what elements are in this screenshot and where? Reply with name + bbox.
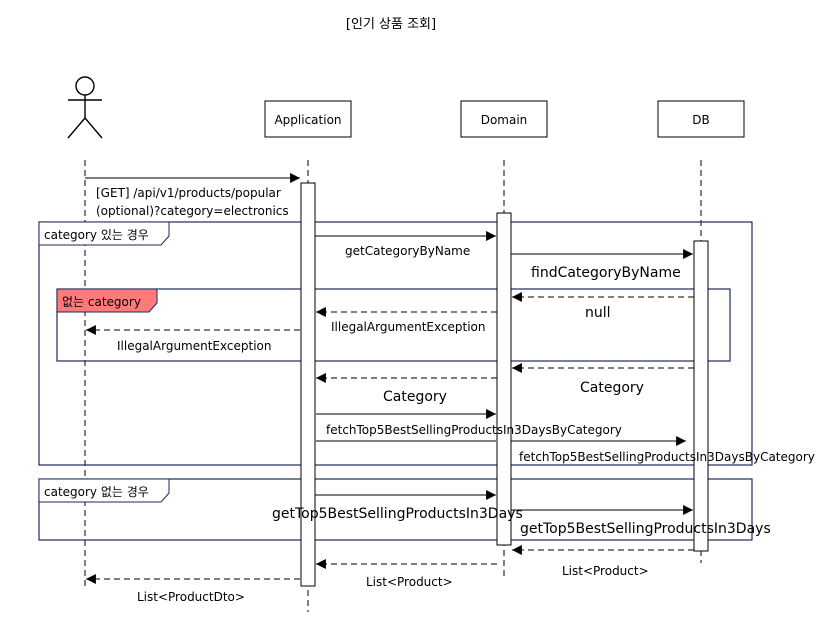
message-label: findCategoryByName [531,265,681,281]
message-label: List<Product> [366,575,453,589]
message-label: (optional)?category=electronics [96,204,289,218]
message-label: Category [580,380,644,396]
activation-db [693,240,709,552]
message-label: IllegalArgumentException [331,320,486,334]
participant-label: Application [274,113,341,127]
actor-figure [67,76,103,139]
message-label: Category [383,389,447,405]
activation-domain [496,212,512,546]
message-label: fetchTop5BestSellingProductsIn3DaysByCat… [519,450,815,464]
message-label: [GET] /api/v1/products/popular [96,186,281,200]
message-label: fetchTop5BestSellingProductsIn3DaysByCat… [326,423,622,437]
message-label: getCategoryByName [345,244,470,258]
message-label: getTop5BestSellingProductsIn3Days [272,506,523,522]
fragment-label: category 없는 경우 [44,485,149,499]
participant-app: Application [264,100,352,138]
diagram-title: [인기 상품 조회] [346,17,436,32]
activation-app [300,182,316,587]
message-label: IllegalArgumentException [117,339,272,353]
participant-domain: Domain [460,100,548,138]
message-label: null [585,305,611,321]
fragment-no-category: category 없는 경우 [38,478,753,541]
fragment-label: category 있는 경우 [44,228,149,242]
fragment-has-category: category 있는 경우 [38,221,753,466]
message-label: List<ProductDto> [137,590,245,604]
message-label: List<Product> [562,564,649,578]
participant-label: Domain [481,113,528,127]
participant-label: DB [692,113,709,127]
fragment-label: 없는 category [62,295,141,309]
message-label: getTop5BestSellingProductsIn3Days [520,521,771,537]
fragment-no-category-inner: 없는 category [56,288,731,362]
participant-db: DB [657,100,745,138]
